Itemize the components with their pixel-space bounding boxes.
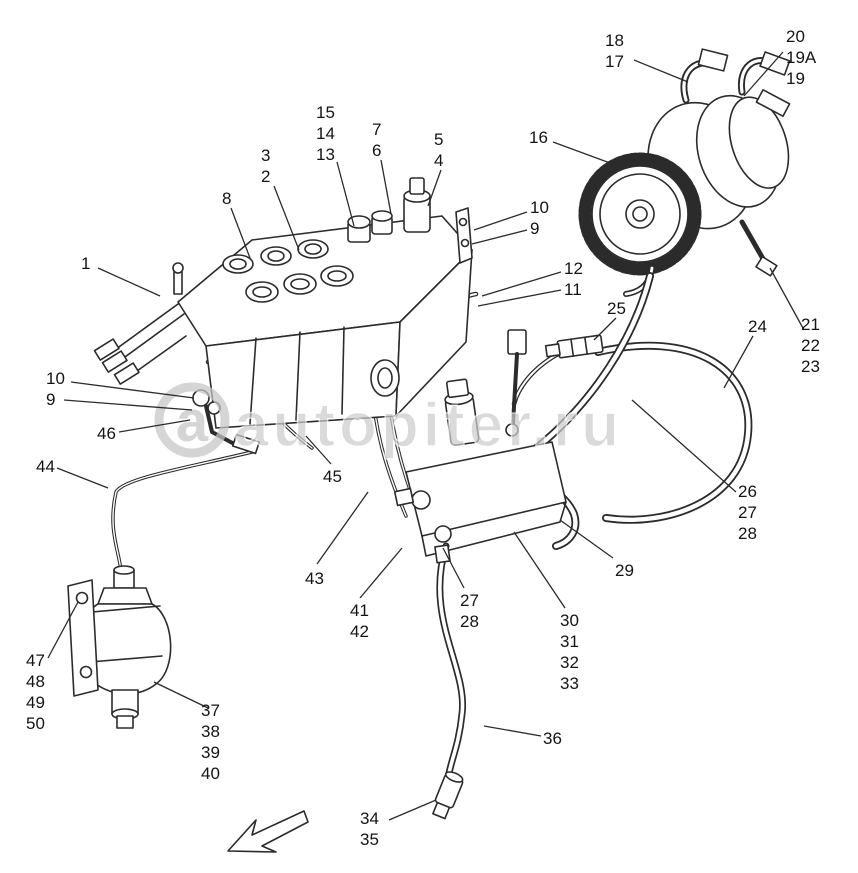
- callout-number: 13: [316, 145, 335, 164]
- callout-number: 16: [529, 128, 548, 147]
- callout-number: 33: [560, 674, 579, 693]
- watermark-text: autopiter.ru: [234, 391, 623, 460]
- callout-number: 20: [786, 27, 805, 46]
- callout-number: 19A: [786, 48, 817, 67]
- callout-number: 4: [434, 151, 444, 170]
- callout-number: 5: [434, 130, 444, 149]
- watermark-logo-circle: [154, 382, 230, 458]
- callout-number: 34: [360, 809, 379, 828]
- callout-number: 49: [26, 693, 45, 712]
- callout-number: 32: [560, 653, 579, 672]
- callout-26-27-28: 26 27 28: [738, 481, 757, 544]
- callout-number: 19: [786, 69, 805, 88]
- callout-number: 48: [26, 672, 45, 691]
- callout-number: 8: [222, 189, 232, 208]
- callout-number: 10: [530, 198, 549, 217]
- callout-number: 26: [738, 482, 757, 501]
- callout-number: 23: [801, 357, 820, 376]
- callout-number: 9: [530, 219, 540, 238]
- callout-8: 8: [222, 188, 231, 209]
- callout-number: 36: [543, 729, 562, 748]
- callout-45: 45: [323, 466, 342, 487]
- callout-number: 6: [372, 141, 382, 160]
- callout-number: 40: [201, 764, 220, 783]
- callout-number: 14: [316, 124, 335, 143]
- callout-number: 22: [801, 336, 820, 355]
- callout-24: 24: [748, 316, 767, 337]
- callout-number: 27: [460, 591, 479, 610]
- callout-43: 43: [305, 568, 324, 589]
- callout-number: 39: [201, 743, 220, 762]
- callout-37-38-39-40: 37 38 39 40: [201, 700, 220, 784]
- callout-number: 18: [605, 31, 624, 50]
- callout-number: 10: [46, 369, 65, 388]
- callout-number: 29: [615, 561, 634, 580]
- callout-number: 2: [261, 167, 271, 186]
- callout-number: 17: [605, 52, 624, 71]
- callout-number: 47: [26, 651, 45, 670]
- callout-number: 44: [36, 457, 55, 476]
- direction-arrow: [227, 810, 309, 853]
- callout-number: 3: [261, 146, 271, 165]
- callout-number: 46: [97, 424, 116, 443]
- callout-number: 28: [738, 524, 757, 543]
- callout-number: 31: [560, 632, 579, 651]
- callout-number: 38: [201, 722, 220, 741]
- accumulator-art: [67, 565, 172, 729]
- callout-36: 36: [543, 728, 562, 749]
- hose-end-fitting-art: [432, 771, 464, 820]
- callout-21-22-23: 21 22 23: [801, 314, 820, 377]
- callout-number: 27: [738, 503, 757, 522]
- callout-number: 7: [372, 120, 382, 139]
- callout-number: 9: [46, 390, 56, 409]
- callout-number: 12: [564, 259, 583, 278]
- callout-number: 37: [201, 701, 220, 720]
- callout-30-31-32-33: 30 31 32 33: [560, 610, 579, 694]
- callout-number: 28: [460, 612, 479, 631]
- callout-number: 21: [801, 315, 820, 334]
- callout-20-19a-19: 20 19A 19: [786, 26, 816, 89]
- callout-number: 45: [323, 467, 342, 486]
- callout-25: 25: [607, 298, 626, 319]
- gear-pump-art: [578, 48, 791, 297]
- callout-16: 16: [529, 127, 548, 148]
- callout-47-48-49-50: 47 48 49 50: [26, 650, 45, 734]
- callout-number: 25: [607, 299, 626, 318]
- callout-number: 15: [316, 103, 335, 122]
- callout-1: 1: [81, 253, 90, 274]
- callout-number: 11: [564, 280, 582, 299]
- callout-number: 42: [350, 622, 369, 641]
- callout-number: 50: [26, 714, 45, 733]
- callout-44: 44: [36, 456, 55, 477]
- callout-number: 1: [81, 254, 91, 273]
- callout-number: 35: [360, 830, 379, 849]
- callout-number: 43: [305, 569, 324, 588]
- callout-15-14-13: 15 14 13: [316, 102, 335, 165]
- callout-number: 24: [748, 317, 767, 336]
- callout-46: 46: [97, 423, 116, 444]
- callout-number: 30: [560, 611, 579, 630]
- valve-assembly-art: [93, 177, 473, 455]
- callout-29: 29: [615, 560, 634, 581]
- callout-number: 41: [350, 601, 369, 620]
- valve-block-art: [393, 329, 604, 564]
